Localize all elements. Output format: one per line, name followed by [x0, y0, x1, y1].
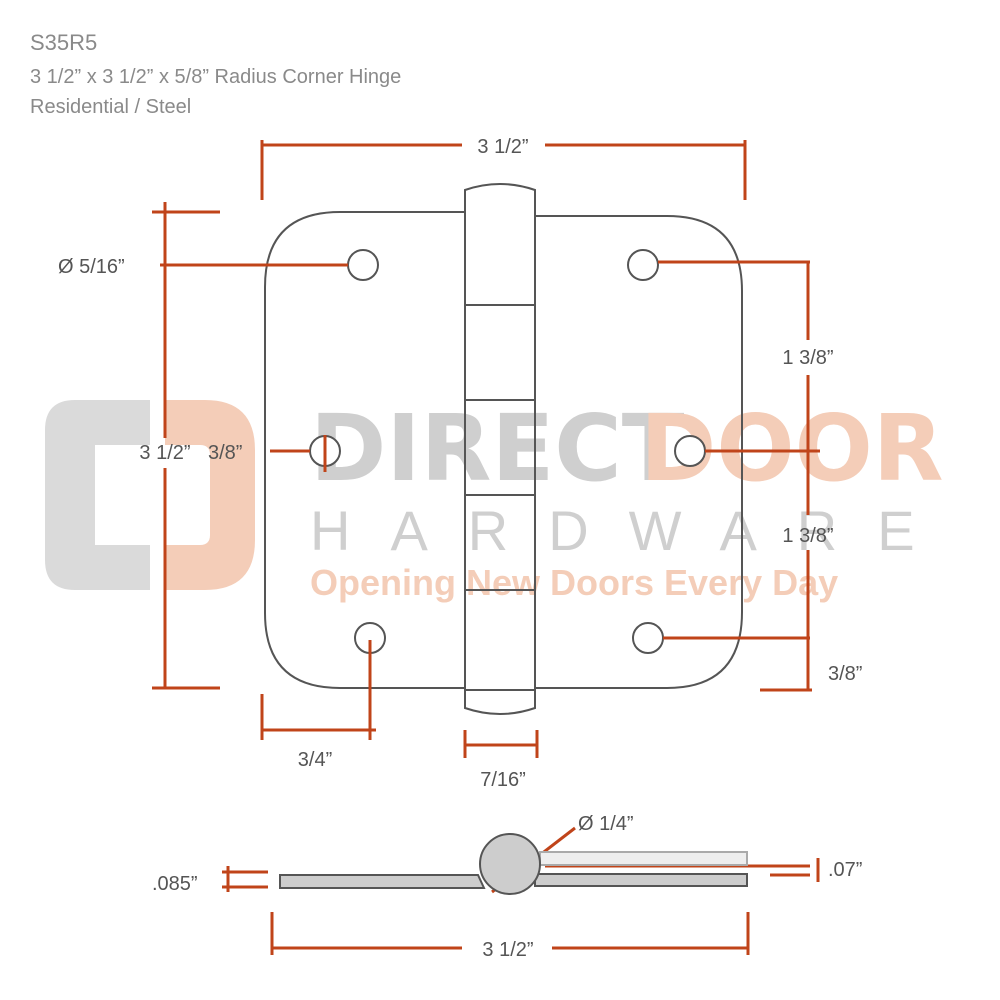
hinge-top-knuckle	[464, 183, 536, 306]
screw-hole	[632, 622, 664, 654]
hinge-front-view	[264, 183, 743, 715]
watermark-hardware: HARDWARE	[310, 499, 955, 562]
hinge-knuckle-notches	[464, 305, 536, 591]
label-lower-spacing: 1 3/8”	[782, 525, 833, 547]
hinge-side-view	[279, 833, 748, 895]
watermark-tagline: Opening New Doors Every Day	[310, 562, 838, 603]
watermark-logo-left	[45, 400, 150, 590]
label-hole-side-offset: 3/4”	[298, 749, 332, 771]
label-hole-diameter: Ø 5/16”	[58, 256, 125, 278]
product-description: 3 1/2” x 3 1/2” x 5/8” Radius Corner Hin…	[30, 66, 402, 88]
label-hole-edge-offset: 3/8”	[208, 442, 242, 464]
label-height: 3 1/2”	[139, 442, 190, 464]
side-pin-knuckle	[479, 833, 541, 895]
label-upper-spacing: 1 3/8”	[782, 347, 833, 369]
hinge-bottom-knuckle	[464, 689, 536, 715]
dimension-lines	[152, 140, 820, 955]
hinge-left-leaf	[264, 211, 466, 689]
watermark: DIRECT DOOR HARDWARE Opening New Doors E…	[45, 395, 955, 603]
label-pin-diameter: Ø 1/4”	[578, 813, 634, 835]
screw-holes	[309, 249, 706, 654]
side-right-leaf	[534, 873, 748, 887]
watermark-word-direct: DIRECT	[310, 395, 685, 502]
side-left-leaf	[279, 874, 486, 889]
label-gap: .07”	[828, 859, 862, 881]
screw-hole	[347, 249, 379, 281]
watermark-logo-right	[165, 400, 255, 590]
label-leaf-thickness: .085”	[152, 873, 198, 895]
screw-hole	[627, 249, 659, 281]
label-bottom-offset: 3/8”	[828, 663, 862, 685]
dimension-labels: 3 1/2” Ø 5/16” 3 1/2” 3/8” 1 3/8” 1 3/8”…	[58, 136, 862, 961]
side-open-leaf	[539, 851, 748, 866]
label-top-width: 3 1/2”	[477, 136, 528, 158]
hinge-right-leaf	[534, 215, 743, 689]
model-number: S35R5	[30, 30, 98, 55]
label-side-width: 3 1/2”	[482, 939, 533, 961]
label-knuckle-width: 7/16”	[480, 769, 526, 791]
screw-hole	[674, 435, 706, 467]
product-type: Residential / Steel	[30, 96, 192, 118]
